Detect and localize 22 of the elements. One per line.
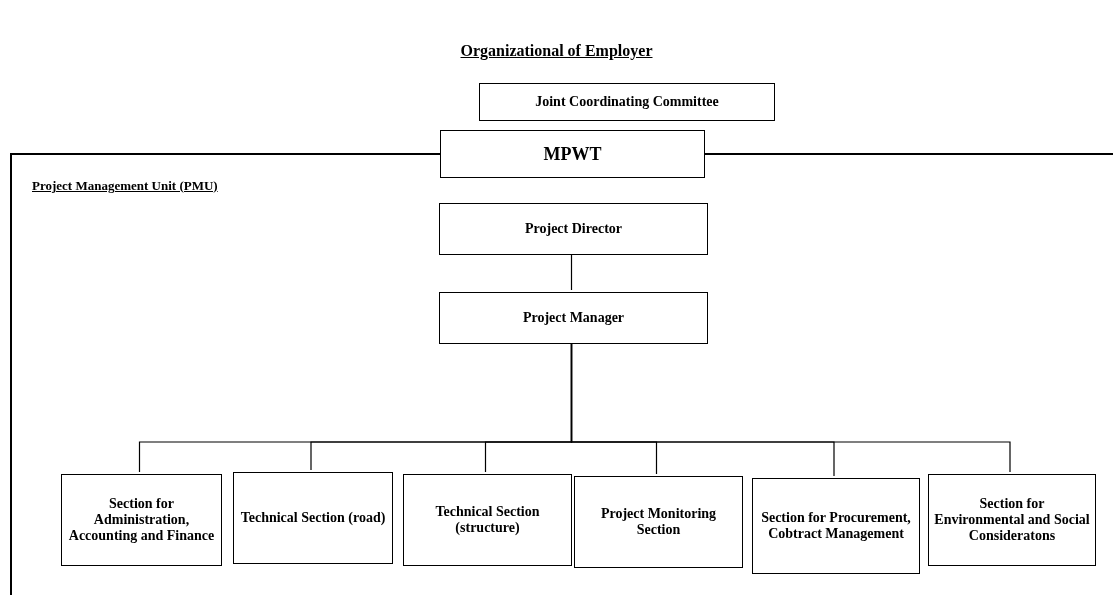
org-box — [403, 474, 572, 566]
box-label: Section for Administration, Accounting and Finance — [67, 495, 216, 545]
org-box — [752, 478, 920, 574]
org-box — [439, 292, 708, 344]
org-box — [574, 476, 743, 568]
org-box — [439, 203, 708, 255]
box-label: Project Monitoring Section — [599, 505, 718, 539]
box-label: Project Director — [525, 220, 622, 238]
box-label: MPWT — [543, 143, 602, 165]
box-label: Section for Procurement, Cobtract Management — [760, 509, 912, 543]
org-box — [61, 474, 222, 566]
unit-heading: Project Management Unit (PMU) — [32, 179, 218, 194]
org-box — [233, 472, 393, 564]
box-label: Technical Section (road) — [240, 509, 386, 527]
committee-box — [479, 83, 775, 121]
diagram-title: Organizational of Employer — [460, 42, 653, 60]
box-label: Joint Coordinating Committee — [535, 93, 719, 111]
org-box — [928, 474, 1096, 566]
ministry-box — [440, 130, 705, 178]
box-label: Technical Section (structure) — [434, 503, 541, 537]
box-label: Section for Environmental and Social Consideratons — [933, 495, 1091, 545]
box-label: Project Manager — [522, 309, 625, 327]
